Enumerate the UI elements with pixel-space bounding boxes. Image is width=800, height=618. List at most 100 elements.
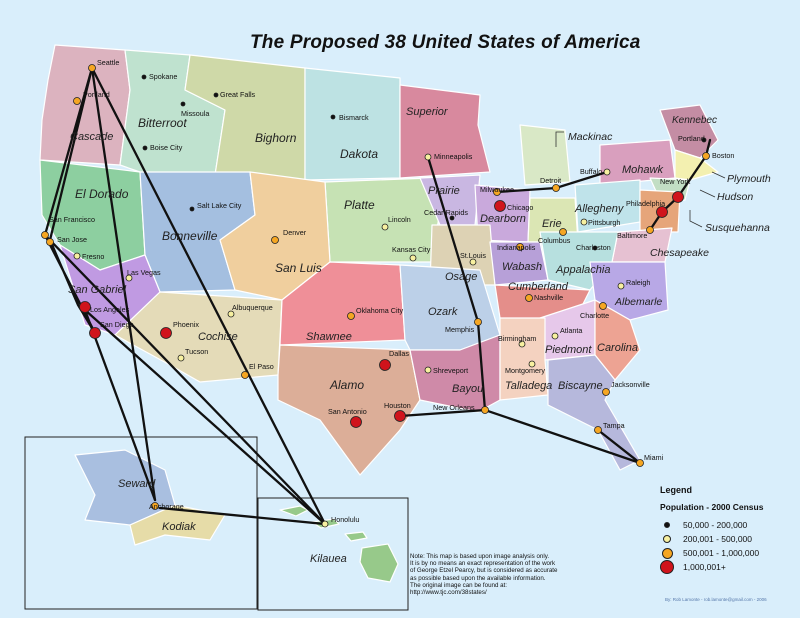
city-memphis — [474, 318, 482, 326]
city-label-milwaukee: Milwaukee — [480, 185, 514, 194]
city-label-columbus: Columbus — [538, 236, 571, 245]
label-chesapeake: Chesapeake — [650, 247, 709, 259]
legend: Legend Population - 2000 Census 50,000 -… — [660, 485, 795, 574]
city-fresno — [73, 252, 81, 260]
city-label-minneapolis: Minneapolis — [434, 152, 473, 161]
label-alamo: Alamo — [329, 378, 364, 392]
city-label-san-francisco: San Francisco — [49, 215, 95, 224]
hawaii-inset-box — [257, 497, 409, 611]
city-charleston — [592, 245, 598, 251]
label-erie: Erie — [542, 218, 562, 230]
city-label-raleigh: Raleigh — [626, 278, 650, 287]
city-label-charlotte: Charlotte — [580, 311, 609, 320]
label-dakota: Dakota — [340, 147, 378, 161]
city-label-las-vegas: Las Vegas — [127, 268, 161, 277]
city-label-spokane: Spokane — [149, 72, 177, 81]
city-label-tampa: Tampa — [603, 421, 625, 430]
city-label-montgomery: Montgomery — [505, 366, 545, 375]
city-buffalo — [603, 168, 611, 176]
label-cascade: Cascade — [70, 131, 113, 143]
label-superior: Superior — [406, 106, 449, 118]
city-portland-me — [701, 137, 707, 143]
city-labels: Seattle Spokane Missoula Great Falls Por… — [49, 58, 734, 524]
label-hudson: Hudson — [717, 191, 753, 203]
city-houston — [394, 410, 406, 422]
city-spokane — [141, 74, 147, 80]
city-shreveport — [424, 366, 432, 374]
city-el-paso — [241, 371, 249, 379]
callout-susquehanna — [689, 210, 703, 228]
note-line: as possible based upon the available inf… — [410, 574, 546, 582]
city-jacksonville — [602, 388, 610, 396]
legend-item: 50,000 - 200,000 — [660, 518, 795, 532]
legend-item: 1,000,001+ — [660, 560, 795, 574]
city-milwaukee — [493, 188, 501, 196]
note-line: Note: This map is based upon image analy… — [410, 553, 550, 560]
legend-swatch-2 — [662, 547, 673, 559]
label-cumberland: Cumberland — [508, 281, 569, 293]
city-label-el-paso: El Paso — [249, 362, 274, 371]
city-label-st-louis: St.Louis — [460, 251, 486, 260]
label-dearborn: Dearborn — [480, 213, 526, 225]
city-label-memphis: Memphis — [445, 325, 475, 334]
city-kansas-city — [409, 254, 417, 262]
route-la-honolulu — [83, 308, 327, 526]
city-label-salt-lake: Salt Lake City — [197, 201, 242, 210]
city-missoula — [180, 101, 186, 107]
city-label-missoula: Missoula — [181, 109, 209, 118]
state-kodiak — [129, 504, 226, 546]
city-label-seattle: Seattle — [97, 58, 119, 67]
city-label-fresno: Fresno — [82, 252, 104, 261]
label-kodiak: Kodiak — [162, 521, 196, 533]
city-san-antonio — [350, 416, 362, 428]
city-label-houston: Houston — [384, 401, 411, 410]
city-label-pittsburgh: Pittsburgh — [588, 218, 620, 227]
label-biscayne: Biscayne — [558, 380, 603, 392]
state-mackinac — [519, 124, 571, 186]
city-label-nashville: Nashville — [534, 293, 563, 302]
city-label-dallas: Dallas — [389, 349, 409, 358]
map-credit: By: Rob Lamonte - rob.lamonte@gmail.com … — [665, 597, 767, 602]
route-seattle-honolulu — [90, 66, 327, 526]
label-bitterroot: Bitterroot — [138, 116, 187, 130]
label-appalachia: Appalachia — [555, 264, 610, 276]
state-plymouth — [674, 149, 719, 181]
city-st-louis — [469, 258, 477, 266]
city-label-phoenix: Phoenix — [173, 320, 199, 329]
city-nashville — [525, 294, 533, 302]
city-los-angeles — [79, 301, 91, 313]
city-denver — [271, 236, 279, 244]
city-label-honolulu: Honolulu — [331, 515, 359, 524]
route-east-coast — [648, 154, 708, 232]
city-minneapolis — [424, 153, 432, 161]
city-miami — [636, 459, 644, 467]
city-las-vegas — [125, 274, 133, 282]
label-kilauea: Kilauea — [310, 553, 347, 565]
city-label-chicago: Chicago — [507, 203, 533, 212]
city-philadelphia — [656, 206, 668, 218]
label-kennebec: Kennebec — [672, 115, 717, 126]
route-la-anchorage — [83, 308, 157, 502]
city-label-new-york: New York — [660, 177, 691, 186]
city-label-buffalo: Buffalo — [580, 167, 602, 176]
city-indianapolis — [516, 243, 524, 251]
city-label-jacksonville: Jacksonville — [611, 380, 650, 389]
city-lincoln — [381, 223, 389, 231]
note-link[interactable]: http://www.tjc.com/38states/ — [410, 589, 487, 597]
city-bismarck — [330, 114, 336, 120]
city-detroit — [552, 184, 560, 192]
city-phoenix — [160, 327, 172, 339]
city-cedar-rapids — [449, 215, 455, 221]
city-label-bismarck: Bismarck — [339, 113, 369, 122]
label-bayou: Bayou — [452, 383, 483, 395]
city-label-albuquerque: Albuquerque — [232, 303, 273, 312]
label-eldorado: El Dorado — [75, 187, 129, 201]
city-label-san-diego: San Diego — [100, 320, 134, 329]
city-label-baltimore: Baltimore — [617, 231, 647, 240]
city-tampa — [594, 426, 602, 434]
state-kennebec — [659, 104, 719, 159]
note-line: of George Etzel Pearcy, but is considere… — [410, 567, 558, 575]
legend-swatch-3 — [660, 560, 674, 574]
state-albemarle — [589, 261, 669, 321]
